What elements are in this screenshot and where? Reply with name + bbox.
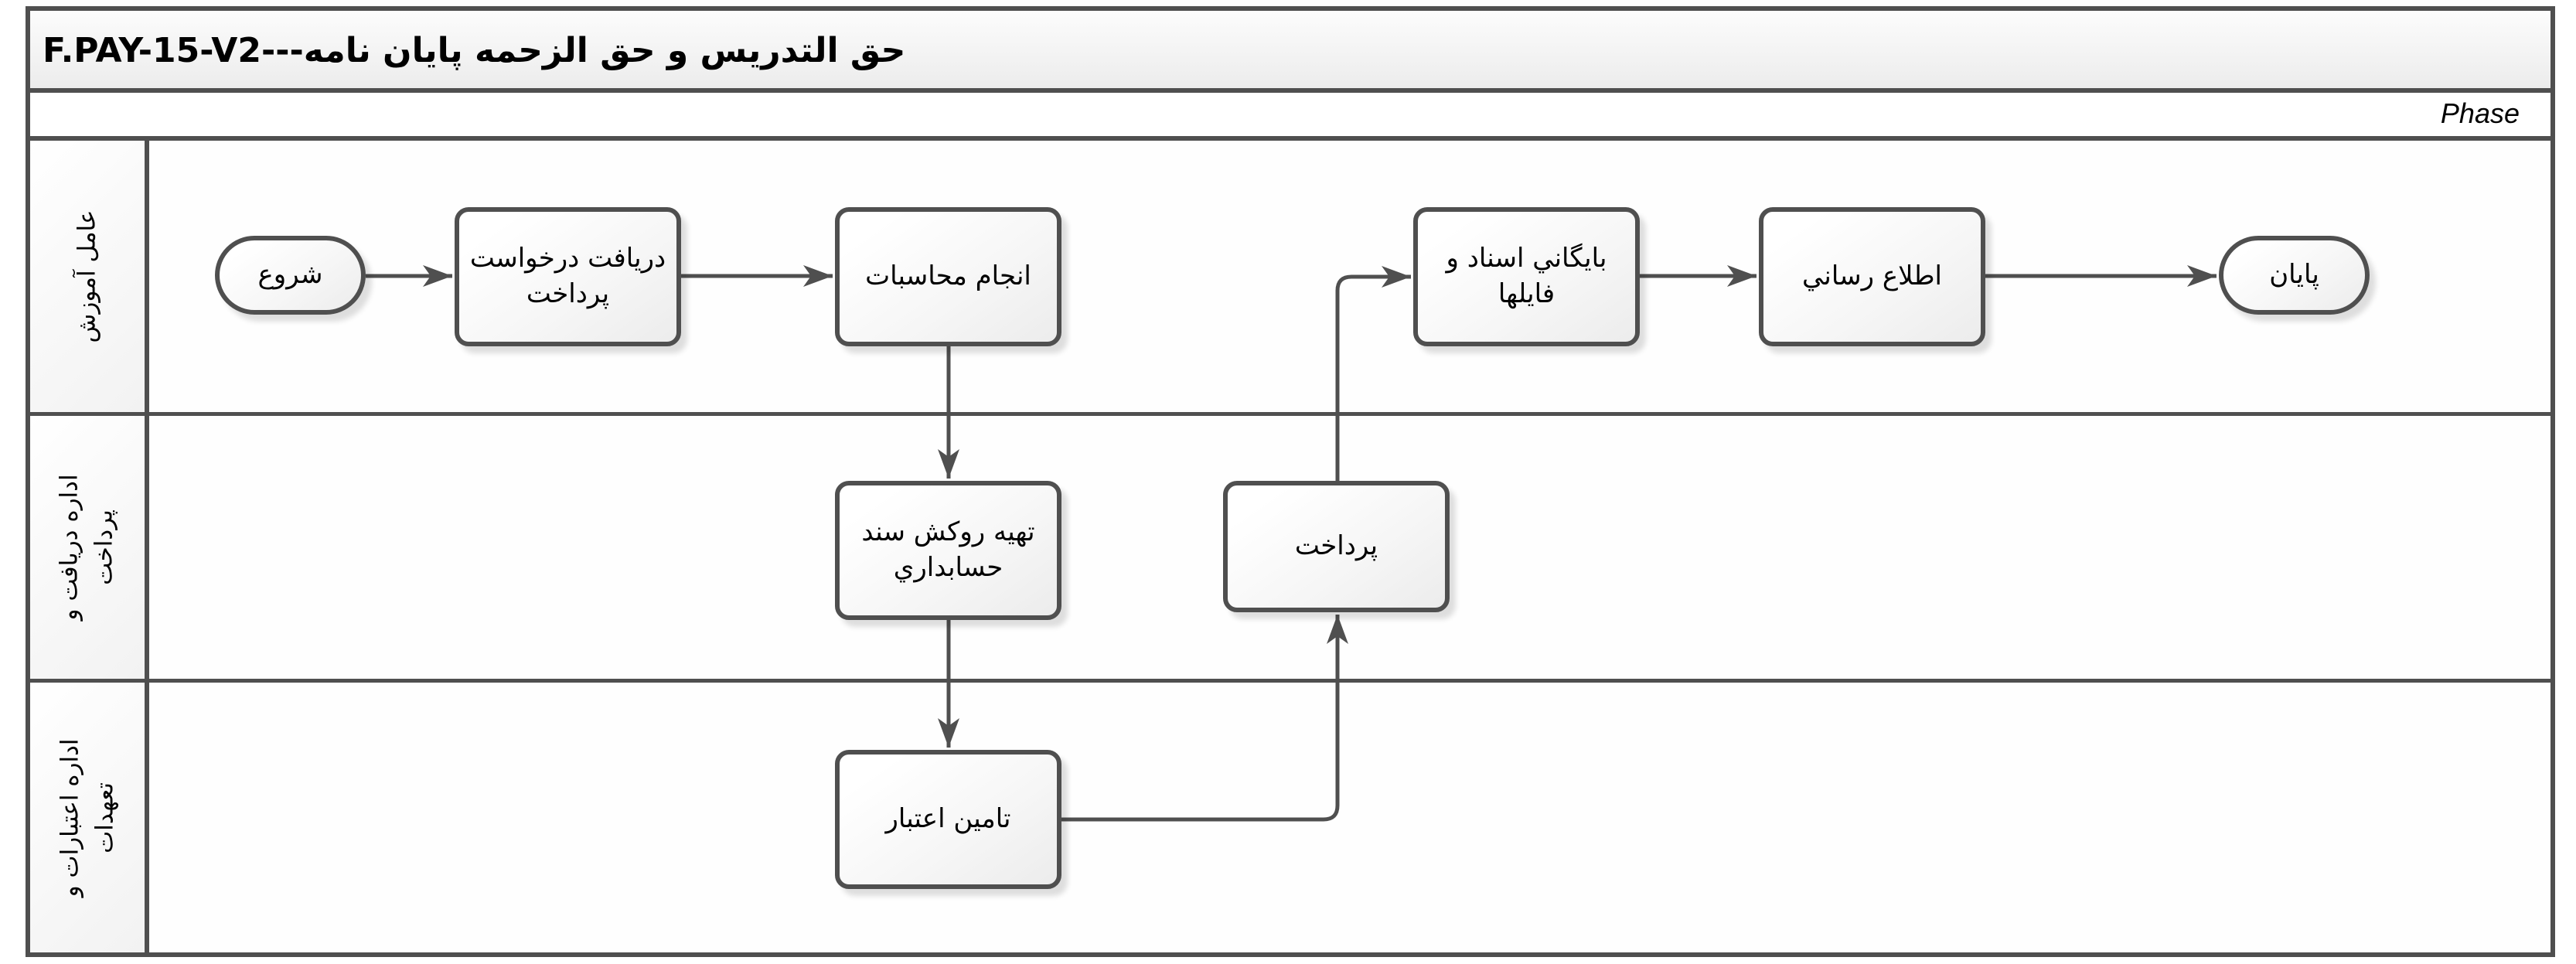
node-end: پايان <box>2219 236 2370 315</box>
node-label: شروع <box>257 259 323 291</box>
node-payment: پرداخت <box>1223 481 1450 612</box>
title-bar: حق التدريس و حق الزحمه پايان نامه---F.PA… <box>26 6 2555 93</box>
node-label: اطلاع رساني <box>1802 261 1942 292</box>
node-perform-calculations: انجام محاسبات <box>835 207 1061 346</box>
node-label: دريافت درخواست پرداخت <box>469 243 666 309</box>
phase-label: Phase <box>2440 97 2520 129</box>
lane-label-receipt-payment-office: اداره دريافت و پرداخت <box>30 416 145 679</box>
phase-bar: Phase <box>26 88 2555 141</box>
lane-label-training-agent: عامل آموزش <box>30 141 145 412</box>
node-label: انجام محاسبات <box>865 261 1031 292</box>
node-label: تامين اعتبار <box>885 803 1011 835</box>
node-label: بايگاني اسناد و فايلها <box>1446 243 1607 309</box>
diagram-title: حق التدريس و حق الزحمه پايان نامه---F.PA… <box>43 31 906 70</box>
lane-divider <box>26 412 2555 416</box>
node-label: تهيه روكش سند حسابداري <box>861 516 1035 583</box>
lane-label-separator <box>145 141 149 952</box>
node-secure-funding: تامين اعتبار <box>835 750 1061 889</box>
node-start: شروع <box>215 236 366 315</box>
node-prepare-accounting-voucher: تهيه روكش سند حسابداري <box>835 481 1061 620</box>
edge-payment-to-archive <box>1335 266 1411 481</box>
node-label: پرداخت <box>1294 530 1378 562</box>
node-notification: اطلاع رساني <box>1759 207 1985 346</box>
node-label: پايان <box>2269 259 2319 291</box>
edge-funding-to-payment <box>1061 615 1348 822</box>
node-archive-documents-files: بايگاني اسناد و فايلها <box>1413 207 1640 346</box>
lane-label-credits-obligations-office: اداره اعتبارات و تعهدات <box>30 683 145 952</box>
lane-divider <box>26 679 2555 683</box>
node-receive-payment-request: دريافت درخواست پرداخت <box>455 207 681 346</box>
